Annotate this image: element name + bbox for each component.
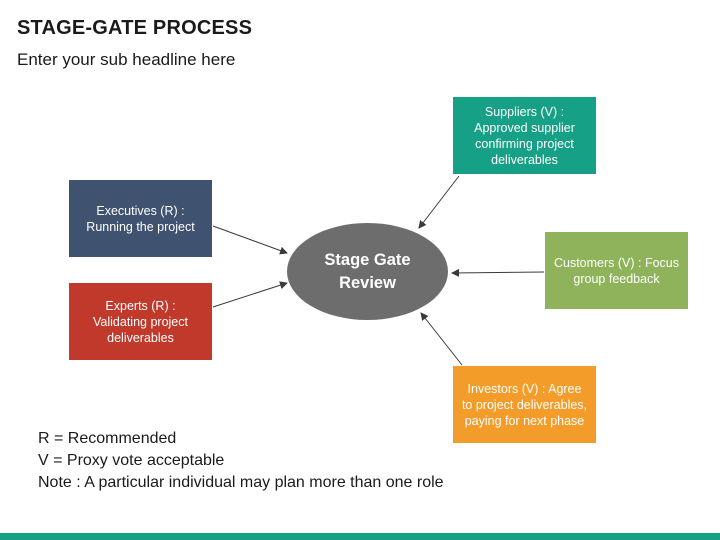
box-customers-label: Customers (V) : Focus group feedback — [553, 255, 680, 286]
page-subtitle: Enter your sub headline here — [17, 50, 236, 69]
page-title: STAGE-GATE PROCESS — [17, 17, 253, 39]
box-customers: Customers (V) : Focus group feedback — [545, 232, 688, 309]
box-executives: Executives (R) : Running the project — [69, 180, 212, 257]
arrow-experts — [212, 281, 288, 308]
legend-note: Note : A particular individual may plan … — [38, 474, 444, 491]
box-suppliers-label: Suppliers (V) : Approved supplier confir… — [474, 104, 575, 167]
footer-bar — [0, 533, 720, 540]
box-investors-label: Investors (V) : Agree to project deliver… — [461, 381, 588, 428]
arrow-executives — [212, 225, 288, 255]
box-investors: Investors (V) : Agree to project deliver… — [453, 366, 596, 443]
arrow-customers — [451, 268, 545, 277]
arrow-investors — [420, 312, 463, 366]
stage-gate-review-label: Stage Gate Review — [324, 250, 411, 292]
box-suppliers: Suppliers (V) : Approved supplier confir… — [453, 97, 596, 174]
box-experts-label: Experts (R) : Validating project deliver… — [93, 298, 188, 345]
legend-recommended: R = Recommended — [38, 430, 177, 447]
legend: R = Recommended V = Proxy vote acceptabl… — [38, 428, 444, 494]
box-executives-label: Executives (R) : Running the project — [86, 203, 195, 234]
arrow-suppliers — [418, 175, 460, 229]
box-experts: Experts (R) : Validating project deliver… — [69, 283, 212, 360]
legend-proxy-vote: V = Proxy vote acceptable — [38, 452, 225, 469]
stage-gate-review-ellipse: Stage Gate Review — [287, 223, 448, 320]
